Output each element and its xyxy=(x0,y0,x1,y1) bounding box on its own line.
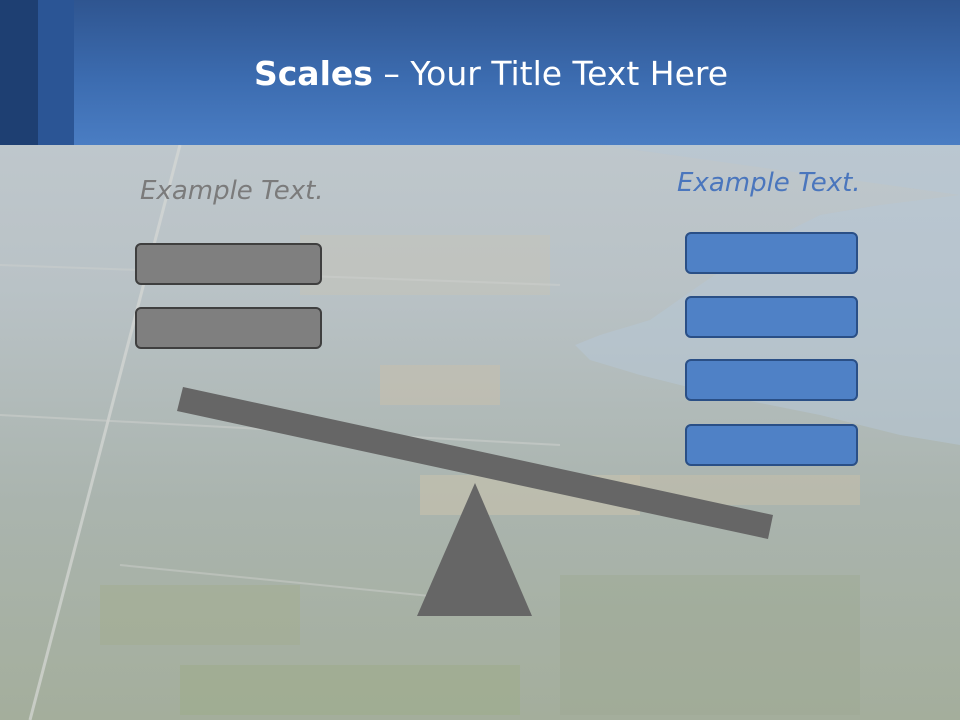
left-weight-box[interactable] xyxy=(135,307,322,349)
slide-title[interactable]: Scales – Your Title Text Here xyxy=(0,52,960,96)
title-rest: – Your Title Text Here xyxy=(372,54,729,93)
header-accent-stripe xyxy=(38,0,74,145)
right-weight-box[interactable] xyxy=(685,359,858,401)
balance-beam[interactable] xyxy=(177,387,773,539)
right-weight-box[interactable] xyxy=(685,232,858,274)
left-pan-label[interactable]: Example Text. xyxy=(140,176,324,206)
left-weight-box[interactable] xyxy=(135,243,322,285)
right-pan-label[interactable]: Example Text. xyxy=(677,168,861,198)
header-accent-stripe xyxy=(0,0,38,145)
title-bar: Scales – Your Title Text Here xyxy=(0,0,960,145)
right-weight-box[interactable] xyxy=(685,296,858,338)
fulcrum-triangle[interactable] xyxy=(417,483,532,616)
right-weight-box[interactable] xyxy=(685,424,858,466)
title-bold: Scales xyxy=(253,54,373,93)
